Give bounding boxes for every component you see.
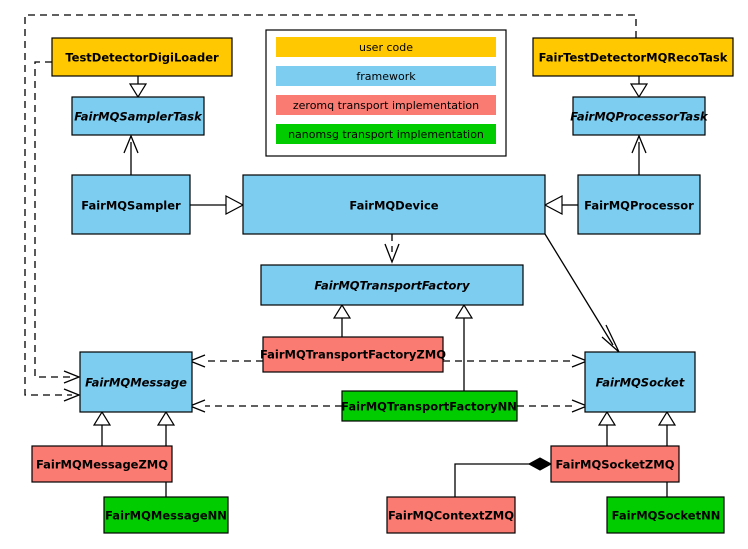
legend: user code framework zeromq transport imp… <box>265 29 507 157</box>
class-node-TestDetectorDigiLoader[interactable]: TestDetectorDigiLoader <box>51 37 233 77</box>
class-label-FairMQContextZMQ: FairMQContextZMQ <box>388 509 514 523</box>
class-box-FairMQProcessor[interactable] <box>577 174 701 235</box>
class-label-TestDetectorDigiLoader: TestDetectorDigiLoader <box>65 51 219 65</box>
edge-digiloader-samplertask <box>128 76 148 99</box>
class-node-FairMQMessageNN[interactable]: FairMQMessageNN <box>103 496 229 534</box>
class-label-FairMQProcessor: FairMQProcessor <box>584 199 694 213</box>
edge-device-transportfactory <box>384 234 400 264</box>
legend-swatch-zeromq <box>276 95 496 115</box>
edge-tfzmq-message <box>188 354 263 368</box>
class-box-FairMQSamplerTask[interactable] <box>71 96 205 136</box>
class-label-FairMQTransportFactoryNN: FairMQTransportFactoryNN <box>341 400 517 414</box>
edge-socketzmq-contextzmq <box>454 457 553 497</box>
class-node-FairMQTransportFactoryZMQ[interactable]: FairMQTransportFactoryZMQ <box>260 336 446 373</box>
class-node-FairMQTransportFactoryNN[interactable]: FairMQTransportFactoryNN <box>341 390 518 422</box>
class-node-FairMQSampler[interactable]: FairMQSampler <box>71 174 191 235</box>
class-label-FairMQMessageNN: FairMQMessageNN <box>105 509 227 523</box>
class-label-FairMQSocket: FairMQSocket <box>596 376 685 390</box>
class-node-FairMQProcessorTask[interactable]: FairMQProcessorTask <box>570 96 709 136</box>
class-node-FairMQSocket[interactable]: FairMQSocket <box>584 351 696 413</box>
class-box-FairMQMessage[interactable] <box>79 351 193 413</box>
legend-label-zeromq: zeromq transport implementation <box>293 99 479 112</box>
class-label-FairMQSamplerTask: FairMQSamplerTask <box>74 110 203 124</box>
edge-device-socket <box>544 233 620 353</box>
legend-label-user-code: user code <box>359 41 413 54</box>
class-node-FairMQSocketNN[interactable]: FairMQSocketNN <box>606 496 725 534</box>
class-box-FairMQTransportFactoryZMQ[interactable] <box>262 336 444 373</box>
class-box-FairMQTransportFactory[interactable] <box>260 264 524 306</box>
edge-tfnn-tf <box>454 303 474 391</box>
class-label-FairMQTransportFactory: FairMQTransportFactory <box>314 279 470 293</box>
class-box-FairMQSampler[interactable] <box>71 174 191 235</box>
class-node-FairMQSocketZMQ[interactable]: FairMQSocketZMQ <box>550 445 680 483</box>
class-node-FairMQDevice[interactable]: FairMQDevice <box>242 174 546 235</box>
class-label-FairMQDevice: FairMQDevice <box>349 199 438 213</box>
class-node-FairMQProcessor[interactable]: FairMQProcessor <box>577 174 701 235</box>
class-node-FairMQSamplerTask[interactable]: FairMQSamplerTask <box>71 96 205 136</box>
class-node-FairMQTransportFactory[interactable]: FairMQTransportFactory <box>260 264 524 306</box>
edge-processor-processortask <box>631 134 647 175</box>
class-box-FairMQMessageNN[interactable] <box>103 496 229 534</box>
class-label-FairMQMessage: FairMQMessage <box>85 376 187 390</box>
class-box-TestDetectorDigiLoader[interactable] <box>51 37 233 77</box>
class-box-FairMQDevice[interactable] <box>242 174 546 235</box>
edge-recotask-message <box>24 14 637 402</box>
legend-label-framework: framework <box>356 70 416 83</box>
class-node-FairMQMessage[interactable]: FairMQMessage <box>79 351 193 413</box>
legend-item-zeromq: zeromq transport implementation <box>276 95 496 115</box>
class-box-FairMQProcessorTask[interactable] <box>572 96 706 136</box>
class-box-FairMQTransportFactoryNN[interactable] <box>341 390 518 422</box>
edge-tfnn-socket <box>517 399 589 413</box>
class-box-FairMQSocketZMQ[interactable] <box>550 445 680 483</box>
edge-socketzmq-socket <box>597 410 617 446</box>
legend-label-nanomsg: nanomsg transport implementation <box>288 128 484 141</box>
edge-messagezmq-message <box>92 410 112 446</box>
class-box-FairMQContextZMQ[interactable] <box>386 496 516 534</box>
class-node-FairMQMessageZMQ[interactable]: FairMQMessageZMQ <box>31 445 173 483</box>
class-node-FairMQContextZMQ[interactable]: FairMQContextZMQ <box>386 496 516 534</box>
edge-sampler-samplertask <box>123 134 139 175</box>
class-label-FairMQMessageZMQ: FairMQMessageZMQ <box>36 458 168 472</box>
class-label-FairTestDetectorMQRecoTask: FairTestDetectorMQRecoTask <box>539 51 728 65</box>
legend-item-framework: framework <box>276 66 496 86</box>
edge-sampler-device <box>190 195 245 215</box>
class-box-FairMQMessageZMQ[interactable] <box>31 445 173 483</box>
class-label-FairMQSampler: FairMQSampler <box>81 199 181 213</box>
class-box-FairMQSocket[interactable] <box>584 351 696 413</box>
legend-swatch-framework <box>276 66 496 86</box>
classes-layer: TestDetectorDigiLoader FairMQSamplerTask… <box>31 37 734 534</box>
legend-swatch-nanomsg <box>276 124 496 144</box>
class-label-FairMQSocketZMQ: FairMQSocketZMQ <box>556 458 675 472</box>
edge-digiloader-message <box>34 61 81 384</box>
edge-tfzmq-tf <box>332 303 352 337</box>
class-label-FairMQProcessorTask: FairMQProcessorTask <box>570 110 709 124</box>
legend-swatch-user-code <box>276 37 496 57</box>
class-box-FairMQSocketNN[interactable] <box>606 496 725 534</box>
class-label-FairMQSocketNN: FairMQSocketNN <box>612 509 721 523</box>
legend-item-user-code: user code <box>276 37 496 57</box>
class-label-FairMQTransportFactoryZMQ: FairMQTransportFactoryZMQ <box>260 348 446 362</box>
legend-item-nanomsg: nanomsg transport implementation <box>276 124 496 144</box>
class-node-FairTestDetectorMQRecoTask[interactable]: FairTestDetectorMQRecoTask <box>532 37 734 77</box>
class-box-FairTestDetectorMQRecoTask[interactable] <box>532 37 734 77</box>
edge-recotask-processortask <box>629 76 649 99</box>
edge-tfnn-message <box>188 399 342 413</box>
edge-processor-device <box>543 195 578 215</box>
